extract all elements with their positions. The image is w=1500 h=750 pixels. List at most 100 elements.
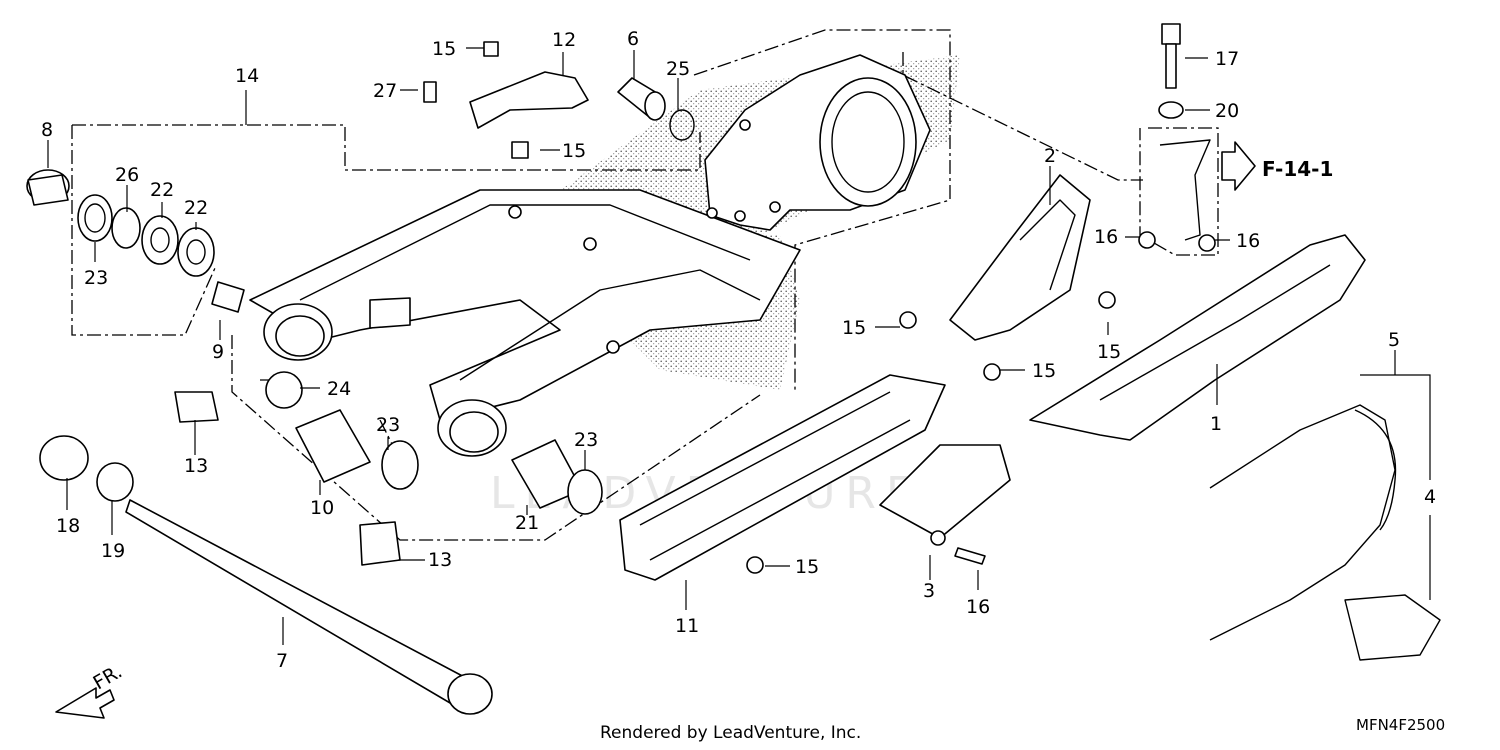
pivot-bore-left: [275, 315, 325, 357]
part-24-seal: [265, 371, 303, 409]
part-2-guard-detail: [1019, 199, 1076, 291]
footer-credit: Rendered by LeadVenture, Inc.: [600, 723, 861, 743]
chain-case-ring-inner: [831, 91, 905, 193]
part-17-bolt-head: [1161, 23, 1181, 45]
part-15-bolt-mid: [511, 141, 529, 159]
callout-20: 20: [1215, 100, 1239, 122]
part-26-circlip: [111, 207, 141, 249]
chain-case-hole-3: [734, 210, 746, 222]
callout-22-a: 22: [150, 179, 174, 201]
part-20-washer: [1158, 101, 1184, 119]
part-4-master-link-box: [1344, 594, 1441, 661]
frame-group-14: [71, 124, 701, 336]
part-6-switch-end: [644, 91, 666, 121]
part-5-chain-links: [1354, 409, 1397, 531]
callout-2: 2: [1044, 145, 1056, 167]
part-7-axle: [125, 499, 479, 711]
callout-7: 7: [276, 650, 288, 672]
part-15-bolt-bottom: [746, 556, 764, 574]
callout-25: 25: [666, 58, 690, 80]
callout-9: 9: [212, 341, 224, 363]
part-3-collar: [930, 530, 946, 546]
part-1-chain-guard: [1029, 234, 1366, 441]
swingarm-inner-edge: [459, 269, 761, 381]
swingarm-label-plate: [369, 297, 411, 329]
callout-21: 21: [515, 512, 539, 534]
frame-f14-link: [902, 52, 1143, 181]
part-25-o-ring: [669, 109, 695, 141]
callout-17: 17: [1215, 48, 1239, 70]
callout-15-top: 15: [432, 38, 456, 60]
reference-arrow-icon: [1221, 141, 1256, 191]
part-27-bolt: [423, 81, 437, 103]
pivot-bore-right: [449, 411, 499, 453]
callout-16-right: 16: [1236, 230, 1260, 252]
callout-22-b: 22: [184, 197, 208, 219]
swingarm-boss-2: [583, 237, 597, 251]
callout-6: 6: [627, 28, 639, 50]
part-22-bearing-a: [141, 215, 179, 265]
part-15-bolt-center: [899, 311, 917, 329]
swingarm-top-edge: [299, 204, 751, 301]
callout-19: 19: [101, 540, 125, 562]
chain-case-hole-1: [739, 119, 751, 131]
part-19-washer: [96, 462, 134, 502]
part-22-bearing-a-inner: [150, 227, 170, 253]
frame-chain-case-side: [794, 85, 951, 390]
part-18-nut: [39, 435, 89, 481]
frame-chain-case-top: [693, 29, 951, 85]
callout-13-upper: 13: [184, 455, 208, 477]
part-16-bolt-c: [954, 547, 986, 565]
callout-12: 12: [552, 29, 576, 51]
callout-1: 1: [1210, 413, 1222, 435]
part-22-bearing-b: [177, 227, 215, 277]
callout-4: 4: [1424, 486, 1436, 508]
callout-18: 18: [56, 515, 80, 537]
callout-5: 5: [1388, 329, 1400, 351]
reference-label: F-14-1: [1262, 157, 1333, 181]
callout-15-lower: 15: [1032, 360, 1056, 382]
part-23-seal-left-inner: [84, 203, 106, 233]
part-11-chain-slider: [619, 374, 946, 581]
part-7-axle-head: [447, 673, 493, 715]
frame-pivot-bearings: [231, 335, 761, 541]
callout-3: 3: [923, 580, 935, 602]
part-5-drive-chain-outline: [1209, 404, 1396, 641]
part-2-guard: [949, 174, 1091, 341]
leader-16: [977, 236, 1230, 590]
part-15-bolt-top: [483, 41, 499, 57]
part-23-seal-right: [567, 469, 603, 515]
callout-15-center: 15: [842, 317, 866, 339]
chain-case-ring-outer: [819, 77, 917, 207]
swingarm-boss-1: [508, 205, 522, 219]
part-1-guard-rib: [1099, 264, 1331, 401]
part-17-bolt-shank: [1165, 43, 1177, 89]
callout-23-right: 23: [574, 429, 598, 451]
part-10-collar: [295, 409, 371, 483]
callout-13-lower: 13: [428, 549, 452, 571]
callout-15-bottom: 15: [795, 556, 819, 578]
callout-26: 26: [115, 164, 139, 186]
diagram-code: MFN4F2500: [1356, 716, 1445, 734]
part-8-collar-body: [27, 174, 69, 206]
callout-15-mid: 15: [562, 140, 586, 162]
front-arrow-icon: [55, 687, 115, 719]
part-12-bracket: [469, 71, 589, 129]
leader-22: [161, 202, 197, 230]
part-23-seal-left: [77, 194, 113, 242]
part-13-cap-upper: [174, 391, 219, 423]
callout-23-mid: 23: [376, 414, 400, 436]
part-23-seal-mid: [381, 440, 419, 490]
part-22-bearing-b-inner: [186, 239, 206, 265]
part-15-bolt-right: [1098, 291, 1116, 309]
callout-10: 10: [310, 497, 334, 519]
part-13-cap-lower: [359, 521, 401, 566]
chain-case-hole-2: [706, 207, 718, 219]
part-16-bolt-b: [1198, 234, 1216, 252]
chain-case-hole-4: [769, 201, 781, 213]
callout-16-bottom: 16: [966, 596, 990, 618]
part-3-guard: [879, 444, 1011, 539]
callout-27: 27: [373, 80, 397, 102]
